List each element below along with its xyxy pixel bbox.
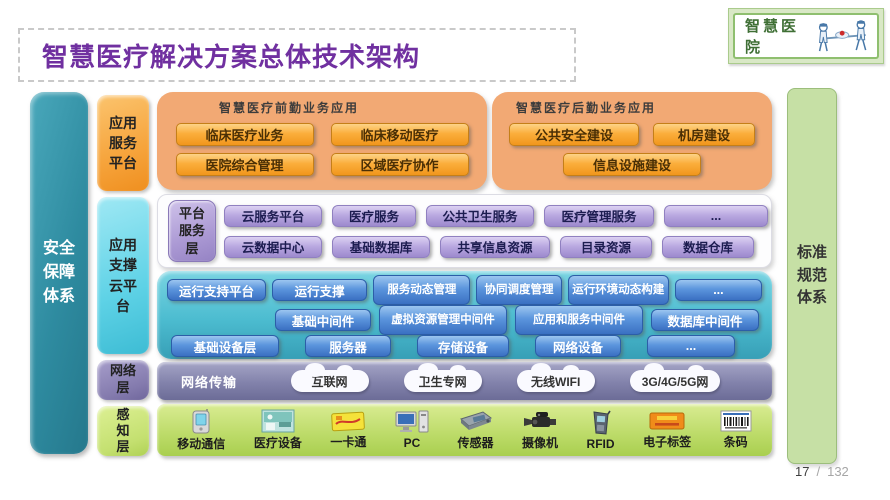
security-system-label: 安全保障体系 xyxy=(42,240,75,305)
layer-label-app-support-cloud-text: 应用支撑云平台 xyxy=(109,236,137,314)
button-data-warehouse[interactable]: 数据仓库 xyxy=(662,235,754,258)
operation-support-box: 运行支持平台 运行支撑 服务动态管理 协同调度管理 运行环境动态构建 ... 基… xyxy=(157,271,772,359)
page-indicator: 17 / 132 xyxy=(795,464,875,479)
platform-services-label-box: 平台服务层 xyxy=(168,200,216,262)
layer-label-app-service-text: 应用服务平台 xyxy=(109,114,137,172)
standards-system-bar: 标准规范体系 xyxy=(787,88,837,464)
layer-label-perception-text: 感知层 xyxy=(116,406,130,455)
device-smart-card: 一卡通 xyxy=(330,410,366,450)
logo-inner: 智慧医院 xyxy=(733,13,879,59)
button-database-middleware[interactable]: 数据库中间件 xyxy=(651,309,759,331)
device-video-camera: 摄像机 xyxy=(522,409,558,451)
button-basic-middleware[interactable]: 基础中间件 xyxy=(275,309,371,331)
logo-text: 智慧医院 xyxy=(745,18,800,56)
network-transmission-label: 网络传输 xyxy=(181,374,238,390)
smart-card-icon xyxy=(331,411,366,432)
button-virtual-resource-management-middleware[interactable]: 虚拟资源管理中间件 xyxy=(379,305,507,335)
button-machine-room-construction[interactable]: 机房建设 xyxy=(653,123,755,146)
button-operation-support[interactable]: 运行支撑 xyxy=(272,279,368,301)
button-public-health-services[interactable]: 公共卫生服务 xyxy=(426,204,534,227)
button-shared-information-resources[interactable]: 共享信息资源 xyxy=(440,235,550,258)
layer-label-app-support-cloud: 应用支撑云平台 xyxy=(97,197,149,354)
device-label: 一卡通 xyxy=(330,435,367,449)
perception-devices-box: 移动通信 医疗设备 一卡通 xyxy=(157,404,772,456)
page-total: 132 xyxy=(827,464,849,479)
device-pc: PC xyxy=(395,410,429,450)
device-label: RFID xyxy=(586,436,615,451)
backend-apps-box: 智慧医疗后勤业务应用 公共安全建设 机房建设 信息设施建设 xyxy=(492,92,772,190)
barcode-icon xyxy=(720,410,752,432)
sensor-icon xyxy=(460,411,493,430)
layer-label-network: 网络层 xyxy=(97,360,149,400)
layer-label-app-service: 应用服务平台 xyxy=(97,95,149,191)
button-application-service-middleware[interactable]: 应用和服务中间件 xyxy=(515,305,643,335)
button-server[interactable]: 服务器 xyxy=(305,335,391,357)
button-basic-equipment-layer[interactable]: 基础设备层 xyxy=(171,335,279,357)
device-barcode: 条码 xyxy=(720,410,752,450)
security-system-bar: 安全保障体系 xyxy=(30,92,88,454)
button-runtime-environment-dynamic-build[interactable]: 运行环境动态构建 xyxy=(567,275,669,305)
standards-system-label: 标准规范体系 xyxy=(796,244,827,307)
layer-label-perception: 感知层 xyxy=(97,406,149,456)
device-label: 摄像机 xyxy=(521,436,558,450)
rfid-reader-icon xyxy=(592,410,611,435)
pc-icon xyxy=(395,410,429,433)
button-cloud-service-platform[interactable]: 云服务平台 xyxy=(224,204,322,227)
title-box: 智慧医疗解决方案总体技术架构 xyxy=(18,28,576,82)
device-electronic-tag: 电子标签 xyxy=(643,410,691,450)
video-camera-icon xyxy=(523,412,556,427)
3g4g5g-network-cloud: 3G/4G/5G网 xyxy=(629,363,721,392)
electronic-tag-icon xyxy=(649,412,685,430)
device-sensor: 传感器 xyxy=(457,409,493,451)
device-medical-equipment: 医疗设备 xyxy=(254,409,302,451)
layer-label-network-text: 网络层 xyxy=(109,363,136,395)
backend-apps-header: 智慧医疗后勤业务应用 xyxy=(516,101,657,115)
device-mobile-communication: 移动通信 xyxy=(177,408,225,452)
device-label: 医疗设备 xyxy=(253,436,302,450)
button-basic-database[interactable]: 基础数据库 xyxy=(332,235,430,258)
wireless-wifi-cloud: 无线WIFI xyxy=(516,363,595,392)
mobile-phone-icon xyxy=(192,409,210,434)
button-platform-more[interactable]: ... xyxy=(664,204,768,227)
button-public-safety-construction[interactable]: 公共安全建设 xyxy=(509,123,639,146)
platform-services-box: 平台服务层 云服务平台 医疗服务 公共卫生服务 医疗管理服务 ... 云数据中心… xyxy=(157,194,772,268)
device-rfid-reader: RFID xyxy=(587,410,615,451)
health-private-network-cloud: 卫生专网 xyxy=(403,363,482,392)
frontend-apps-header: 智慧医疗前勤业务应用 xyxy=(219,101,360,115)
page-separator: / xyxy=(816,464,821,479)
button-hospital-comprehensive-management[interactable]: 医院综合管理 xyxy=(175,153,314,176)
device-label: 传感器 xyxy=(457,436,494,450)
button-directory-resources[interactable]: 目录资源 xyxy=(560,235,652,258)
device-label: 条码 xyxy=(723,435,748,449)
internet-cloud: 互联网 xyxy=(290,363,369,392)
button-network-device[interactable]: 网络设备 xyxy=(535,335,621,357)
page-current: 17 xyxy=(795,464,810,479)
platform-services-label: 平台服务层 xyxy=(178,205,205,256)
button-cloud-data-center[interactable]: 云数据中心 xyxy=(224,235,322,258)
button-storage-device[interactable]: 存储设备 xyxy=(417,335,509,357)
button-service-dynamic-management[interactable]: 服务动态管理 xyxy=(373,275,471,305)
page-title: 智慧医疗解决方案总体技术架构 xyxy=(42,41,421,72)
device-label: 移动通信 xyxy=(177,437,226,451)
button-collaborative-scheduling-management[interactable]: 协同调度管理 xyxy=(476,275,562,305)
logo-box: 智慧医院 xyxy=(728,8,884,64)
button-clinical-mobile-medical[interactable]: 临床移动医疗 xyxy=(330,123,469,146)
frontend-apps-box: 智慧医疗前勤业务应用 临床医疗业务 临床移动医疗 医院综合管理 区域医疗协作 xyxy=(157,92,487,190)
medics-carrying-stretcher-illustration xyxy=(818,20,867,52)
button-information-facility-construction[interactable]: 信息设施建设 xyxy=(563,153,701,176)
button-medical-services[interactable]: 医疗服务 xyxy=(332,204,416,227)
medical-equipment-icon xyxy=(261,409,295,433)
button-support-row3-more[interactable]: ... xyxy=(647,335,735,357)
device-label: PC xyxy=(403,436,421,450)
device-label: 电子标签 xyxy=(643,435,692,449)
network-transmission-box: 网络传输 互联网 卫生专网 无线WIFI 3G/4G/5G网 xyxy=(157,362,772,400)
button-operation-support-platform[interactable]: 运行支持平台 xyxy=(167,279,267,301)
button-clinical-medical-business[interactable]: 临床医疗业务 xyxy=(175,123,314,146)
button-regional-medical-collaboration[interactable]: 区域医疗协作 xyxy=(330,153,469,176)
button-support-row1-more[interactable]: ... xyxy=(674,279,763,301)
button-medical-management-services[interactable]: 医疗管理服务 xyxy=(544,204,654,227)
